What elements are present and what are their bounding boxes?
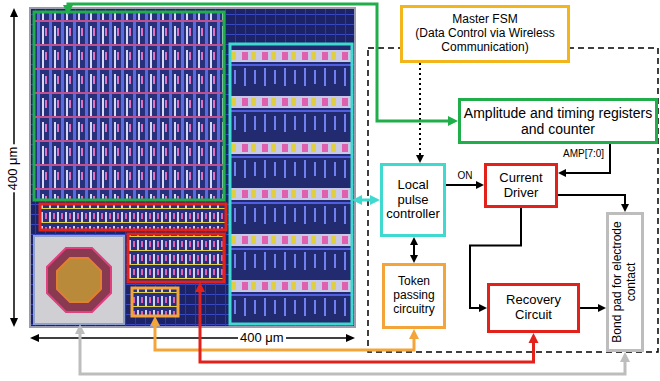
arrowhead (10, 8, 18, 17)
register-block (34, 12, 224, 200)
arrowhead (346, 334, 355, 342)
green-leader-line (68, 4, 451, 121)
node-title: Bond pad for electrode contact (611, 217, 639, 347)
bond-pad-octagon (47, 248, 111, 312)
node-title: Token passing circuitry (387, 275, 441, 316)
node-title: Local pulse controller (385, 178, 441, 223)
dimension-line (38, 337, 347, 339)
arrowhead (370, 195, 380, 205)
node-body: (Data Control via Wireless Communication… (405, 27, 565, 55)
arrowhead (598, 304, 606, 312)
node-title: Recovery Circuit (492, 293, 575, 323)
arrowhead (75, 324, 85, 334)
register-box: Amplitude and timing registers and count… (458, 98, 658, 144)
rotated-text-group: Bond pad for electrode contact (611, 217, 639, 347)
dimension-lines (10, 8, 355, 342)
arrowhead (63, 5, 73, 15)
arrowhead (621, 204, 629, 212)
cyan-leader (352, 195, 380, 205)
connector (446, 181, 484, 189)
arrowhead (352, 195, 362, 205)
arrowhead (558, 169, 566, 177)
arrowhead (195, 282, 205, 292)
recovery-block (128, 234, 224, 282)
connector (416, 63, 424, 163)
driver-block (40, 204, 226, 230)
red-leader-line (200, 290, 534, 363)
node-title: Amplitude and timing registers and count… (463, 105, 653, 137)
die-outline (30, 8, 355, 327)
arrowhead (479, 304, 487, 312)
arrowhead (476, 181, 484, 189)
arrowhead (30, 334, 39, 342)
connector (558, 195, 629, 212)
node-title: Master FSM (452, 13, 517, 27)
arrowhead (448, 116, 458, 126)
arrowhead (150, 316, 160, 326)
dimension-label: 400 μm (238, 331, 286, 346)
connector-line (419, 63, 421, 157)
bond-pad-metal (57, 258, 101, 302)
connector-line (446, 184, 478, 186)
connector (580, 304, 606, 312)
token-block (132, 288, 178, 316)
bond-pad-box: Bond pad for electrode contact (606, 212, 644, 352)
dashed-region (368, 48, 658, 352)
orange-leader-line (155, 324, 414, 351)
signal-label: AMP[7:0] (562, 148, 605, 160)
controller-block (230, 44, 352, 324)
chip-layout (30, 8, 355, 327)
arrowhead (10, 318, 18, 327)
fsm-box: Master FSM(Data Control via Wireless Com… (400, 5, 570, 63)
controller-box: Local pulse controller (380, 163, 446, 237)
arrowhead (529, 333, 539, 343)
green-leader (63, 4, 458, 126)
orange-leader (150, 316, 419, 350)
arrowhead (416, 155, 424, 163)
connector-line (413, 243, 415, 257)
arrowhead (410, 255, 418, 263)
connector (558, 144, 610, 177)
arrowhead (409, 329, 419, 339)
connector (410, 237, 418, 263)
recovery-box: Recovery Circuit (487, 283, 580, 333)
arrowhead (620, 352, 630, 362)
signal-label: ON (457, 170, 474, 182)
connector-line (558, 195, 625, 206)
driver-box: Current Driver (484, 163, 558, 208)
arrowhead (410, 237, 418, 245)
dimension-label: 400 μm (6, 144, 21, 192)
connector-line (580, 307, 600, 309)
grey-leader-line (80, 332, 625, 375)
token-box: Token passing circuitry (382, 263, 446, 329)
pad-block (34, 236, 124, 324)
node-title: Current Driver (489, 171, 553, 201)
